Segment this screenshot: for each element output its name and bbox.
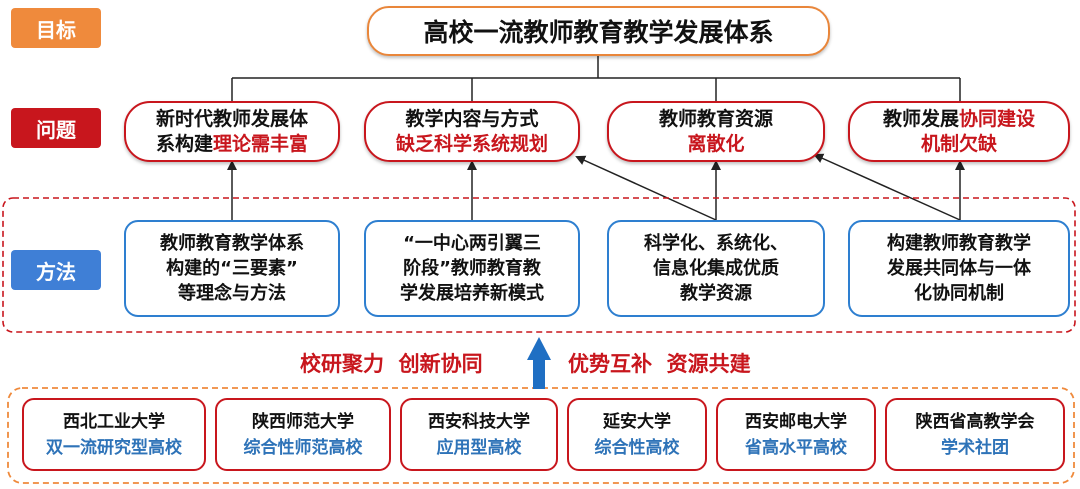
goal-branch-lines [231, 56, 961, 101]
methods-dashed-frame [2, 197, 1076, 333]
method-4-line2: 发展共同体与一体 [887, 258, 1031, 279]
problem-box-3: 教师教育资源 离散化 [607, 101, 825, 162]
method-box-2: “一中心两引翼三 阶段”教师教育教 学发展培养新模式 [364, 220, 580, 317]
method-1-line2: 构建的“三要素” [166, 258, 298, 279]
org-4-name: 延安大学 [603, 411, 671, 432]
slogan-left: 校研聚力 创新协同 [300, 352, 483, 376]
org-3-type: 应用型高校 [436, 437, 522, 458]
method-4-line1: 构建教师教育教学 [887, 233, 1031, 254]
problem-box-2: 教学内容与方式 缺乏科学系统规划 [364, 101, 580, 162]
org-box-6: 陕西省高教学会 学术社团 [885, 398, 1065, 471]
org-6-name: 陕西省高教学会 [915, 411, 1035, 432]
method-tag: 方法 [11, 250, 101, 290]
problem-1-line2: 系构建理论需丰富 [155, 132, 309, 155]
org-4-type: 综合性高校 [594, 437, 680, 458]
goal-tag: 目标 [11, 8, 101, 48]
org-box-5: 西安邮电大学 省高水平高校 [716, 398, 876, 471]
method-arrows [227, 153, 965, 221]
org-box-3: 西安科技大学 应用型高校 [400, 398, 558, 471]
method-box-3: 科学化、系统化、 信息化集成优质 教学资源 [607, 220, 825, 317]
problem-4-line2: 机制欠缺 [920, 132, 997, 155]
org-box-4: 延安大学 综合性高校 [567, 398, 707, 471]
goal-title: 高校一流教师教育教学发展体系 [367, 6, 830, 56]
method-1-line1: 教师教育教学体系 [160, 233, 304, 254]
method-2-line1: “一中心两引翼三 [403, 233, 541, 254]
method-2-line2: 阶段”教师教育教 [403, 258, 541, 279]
problem-4-line1: 教师发展协同建设 [882, 107, 1036, 130]
organizations-dashed-frame [7, 387, 1075, 484]
org-1-type: 双一流研究型高校 [46, 437, 182, 458]
org-2-name: 陕西师范大学 [252, 411, 354, 432]
org-5-name: 西安邮电大学 [745, 411, 847, 432]
method-3-line1: 科学化、系统化、 [644, 233, 788, 254]
problem-box-1: 新时代教师发展体 系构建理论需丰富 [124, 101, 340, 162]
method-3-line3: 教学资源 [680, 283, 752, 304]
problem-2-line1: 教学内容与方式 [405, 107, 539, 130]
slogan-right: 优势互补 资源共建 [568, 352, 751, 376]
problem-tag: 问题 [11, 108, 101, 148]
method-2-line3: 学发展培养新模式 [400, 283, 544, 304]
org-3-name: 西安科技大学 [428, 411, 530, 432]
method-1-line3: 等理念与方法 [178, 283, 286, 304]
problem-1-line1: 新时代教师发展体 [155, 107, 308, 130]
support-arrow [527, 337, 551, 389]
method-3-line2: 信息化集成优质 [653, 258, 779, 279]
method-4-line3: 化协同机制 [914, 283, 1004, 304]
org-1-name: 西北工业大学 [63, 411, 165, 432]
org-box-1: 西北工业大学 双一流研究型高校 [22, 398, 206, 471]
org-2-type: 综合性师范高校 [243, 437, 363, 458]
problem-box-4: 教师发展协同建设 机制欠缺 [848, 101, 1070, 162]
org-5-type: 省高水平高校 [745, 437, 847, 458]
problem-3-line2: 离散化 [687, 132, 745, 155]
problem-2-line2: 缺乏科学系统规划 [395, 132, 548, 155]
method-box-4: 构建教师教育教学 发展共同体与一体 化协同机制 [848, 220, 1070, 317]
org-6-type: 学术社团 [941, 437, 1009, 458]
org-box-2: 陕西师范大学 综合性师范高校 [215, 398, 391, 471]
problem-3-line1: 教师教育资源 [658, 107, 773, 130]
method-box-1: 教师教育教学体系 构建的“三要素” 等理念与方法 [124, 220, 340, 317]
